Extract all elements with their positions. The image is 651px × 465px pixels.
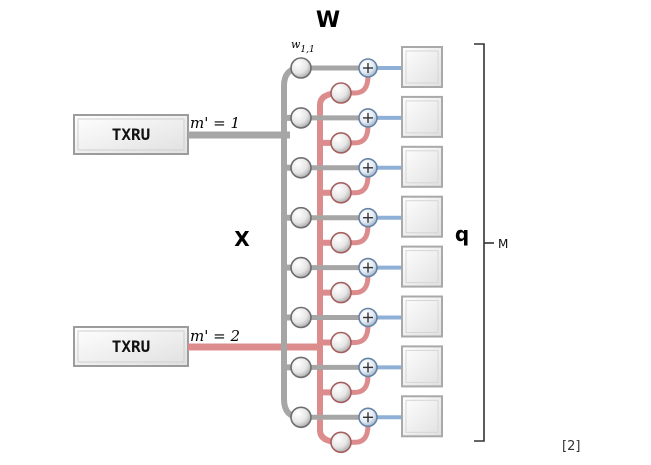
txru-2-box — [73, 326, 189, 367]
phase-shifter-txru-2 — [330, 331, 352, 354]
txru-2-label: TXRU — [112, 337, 151, 356]
phase-shifter-txru-1 — [290, 256, 312, 279]
q-label: q — [455, 222, 469, 246]
txru-1: TXRU — [73, 114, 189, 155]
phase-shifter-txru-1 — [290, 406, 312, 429]
phase-shifter-txru-2 — [330, 132, 352, 154]
txru-2-link — [341, 425, 371, 445]
antenna-element-inner — [405, 300, 439, 333]
txru-2: TXRU — [73, 326, 189, 367]
txru-2-link — [341, 75, 371, 96]
txru-2-link — [341, 225, 371, 246]
x-label: X — [234, 227, 250, 251]
txru-1-label: TXRU — [112, 125, 151, 144]
antenna-bracket — [474, 43, 485, 442]
antenna-element — [401, 95, 443, 138]
txru-2-mapping: m' = 2 — [190, 327, 240, 345]
antenna-element — [401, 195, 443, 238]
phase-shifter-txru-2 — [330, 182, 352, 204]
phase-shifter-and-antenna-rows — [290, 46, 443, 454]
phase-shifter-txru-2 — [330, 231, 352, 254]
antenna-element — [401, 295, 443, 338]
phase-shifter-txru-1 — [290, 206, 312, 229]
phase-shifter-txru-1 — [290, 157, 312, 179]
antenna-element — [401, 46, 443, 88]
antenna-element-inner — [405, 250, 439, 284]
phase-shifter-txru-2 — [330, 281, 352, 304]
txru-2-link — [341, 325, 371, 345]
txru-1-box — [73, 114, 189, 155]
txru-2-link — [341, 175, 371, 196]
antenna-element — [401, 395, 443, 438]
phase-shifter-txru-1 — [290, 107, 312, 129]
antenna-element — [401, 345, 443, 388]
txru-1-mapping: m' = 1 — [190, 114, 240, 132]
phase-shifter-txru-1 — [290, 356, 312, 379]
antenna-element-inner — [405, 100, 439, 134]
antenna-element-inner — [405, 399, 439, 433]
antenna-element-inner — [405, 200, 439, 234]
antenna-element-inner — [405, 150, 439, 184]
phase-shifter-txru-2 — [330, 431, 352, 454]
antenna-element — [401, 245, 443, 288]
phase-shifter-txru-1 — [290, 57, 312, 79]
txru-2-link — [341, 375, 371, 395]
reference-label: [2] — [562, 439, 580, 454]
weight-matrix-label: W — [316, 8, 340, 33]
phase-shifter-txru-1 — [290, 306, 312, 329]
txru-2-link — [341, 275, 371, 296]
antenna-element-inner — [405, 50, 439, 84]
phase-shifter-txru-2 — [330, 381, 352, 404]
txru-2-box-inner — [77, 330, 185, 363]
txru-1-box-inner — [77, 118, 185, 151]
antenna-count-label: M — [498, 237, 508, 251]
phase-shifter-txru-2 — [330, 82, 352, 104]
antenna-element — [401, 145, 443, 188]
weight-element-symbol: w — [291, 38, 301, 51]
weight-element-index: 1,1 — [300, 45, 314, 55]
antenna-element-inner — [405, 349, 439, 383]
weight-element-label: w1,1 — [291, 38, 315, 55]
txru-2-link — [341, 125, 371, 146]
